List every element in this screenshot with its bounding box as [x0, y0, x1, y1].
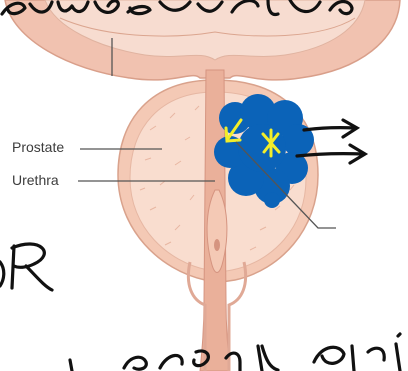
prostate-label: Prostate: [12, 139, 64, 155]
handwriting-left: [0, 244, 52, 290]
urethra-label: Urethra: [12, 172, 59, 188]
handwriting-bottom: [70, 334, 400, 371]
